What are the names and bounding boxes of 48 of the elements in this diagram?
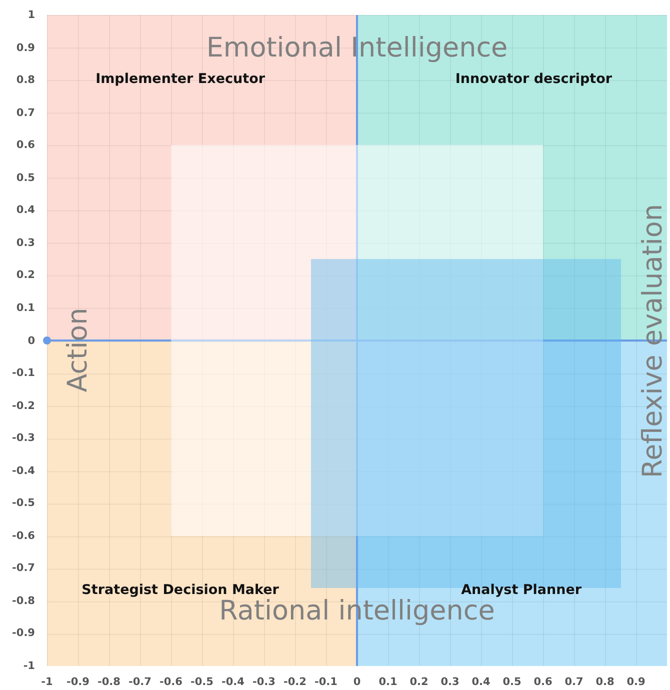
y-tick-label: 0.8	[16, 74, 35, 86]
x-tick-label: -0.2	[284, 676, 306, 688]
y-tick-label: -0.9	[12, 627, 35, 640]
quadrant-label: Strategist Decision Maker	[82, 582, 279, 598]
x-tick-label: -0.7	[128, 676, 152, 688]
y-tick-label: 0.5	[16, 172, 35, 184]
y-tick-label: 0	[28, 334, 35, 346]
x-tick-label: -0.5	[190, 676, 214, 688]
y-tick-label: -0.6	[12, 530, 35, 542]
x-tick-label: -0.8	[98, 676, 120, 688]
y-tick-label: -0.3	[12, 432, 35, 444]
x-tick-label: 0.5	[502, 676, 522, 688]
x-tick-label: -0.9	[66, 676, 90, 688]
y-tick-label: 0.9	[16, 42, 35, 54]
quadrant-label: Innovator descriptor	[455, 71, 612, 88]
x-tick-label: -1	[41, 676, 53, 688]
y-tick-label: -0.7	[12, 562, 35, 574]
x-tick-label: -0.3	[252, 676, 276, 688]
quadrant-label: Analyst Planner	[461, 582, 582, 598]
y-tick-label: -0.4	[12, 464, 35, 477]
x-tick-label: 0.4	[472, 676, 490, 688]
y-tick-label: 0.6	[16, 139, 35, 152]
x-tick-label: -0.6	[160, 676, 182, 688]
y-tick-label: 0.7	[16, 106, 35, 119]
axis-title: Action	[62, 308, 94, 393]
quadrant-label: Implementer Executor	[96, 71, 266, 88]
y-tick-label: 0.3	[16, 236, 35, 249]
y-tick-label: -1	[23, 660, 35, 672]
y-tick-label: 0.4	[16, 204, 35, 216]
x-tick-label: 0.1	[378, 676, 398, 688]
x-tick-label: 0.2	[410, 676, 428, 688]
y-tick-label: -0.1	[12, 367, 35, 380]
x-tick-label: 0.8	[596, 676, 614, 688]
y-tick-label: -0.8	[12, 594, 35, 607]
x-tick-label: -0.4	[222, 676, 244, 688]
axis-title: Reflexive evaluation	[638, 204, 669, 478]
y-tick-label: -0.2	[12, 400, 35, 412]
y-tick-label: 0.1	[16, 302, 35, 314]
x-tick-label: 0	[353, 676, 361, 688]
x-tick-label: 0.3	[440, 676, 460, 688]
x-tick-label: -0.1	[314, 676, 338, 688]
x-tick-label: 0.7	[564, 676, 584, 688]
y-tick-label: -0.5	[12, 497, 35, 510]
x-tick-label: 0.6	[534, 676, 552, 688]
x-tick-label: 0.9	[626, 676, 646, 688]
overlay-rectangle	[171, 145, 543, 536]
y-tick-label: 0.2	[16, 269, 35, 282]
y-tick-label: 1	[28, 9, 35, 21]
